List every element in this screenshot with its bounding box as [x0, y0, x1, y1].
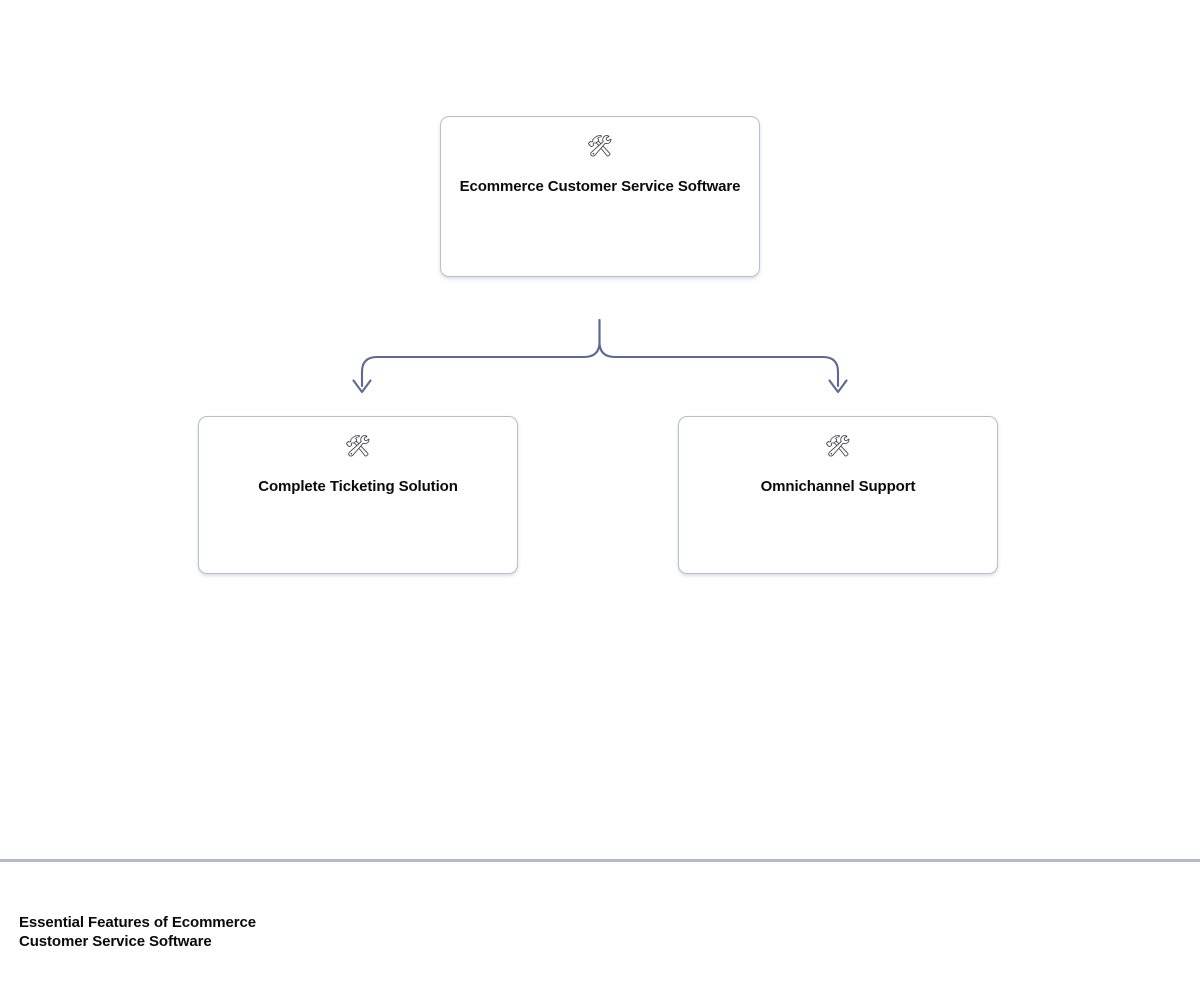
node-complete-ticketing-solution[interactable]: 🛠 Complete Ticketing Solution	[198, 416, 518, 574]
footer-caption-line-2: Customer Service Software	[19, 932, 212, 950]
edge-root-to-child-0	[360, 318, 601, 388]
arrowhead-child-0	[352, 379, 372, 394]
node-root-label: Ecommerce Customer Service Software	[459, 178, 741, 195]
hammer-and-wrench-icon: 🛠	[344, 435, 372, 458]
footer-caption: Essential Features of Ecommerce Customer…	[19, 914, 579, 951]
node-child-0-label: Complete Ticketing Solution	[258, 478, 458, 495]
node-root[interactable]: 🛠 Ecommerce Customer Service Software	[440, 116, 760, 277]
hammer-and-wrench-icon: 🛠	[586, 135, 614, 158]
hammer-and-wrench-icon: 🛠	[824, 435, 852, 458]
footer-caption-line-1: Essential Features of Ecommerce	[19, 914, 257, 931]
node-child-1-label: Omnichannel Support	[760, 478, 916, 495]
arrowhead-child-1	[828, 379, 848, 394]
node-omnichannel-support[interactable]: 🛠 Omnichannel Support	[678, 416, 998, 574]
edge-root-to-child-1	[598, 318, 840, 388]
footer-divider	[0, 859, 1200, 862]
